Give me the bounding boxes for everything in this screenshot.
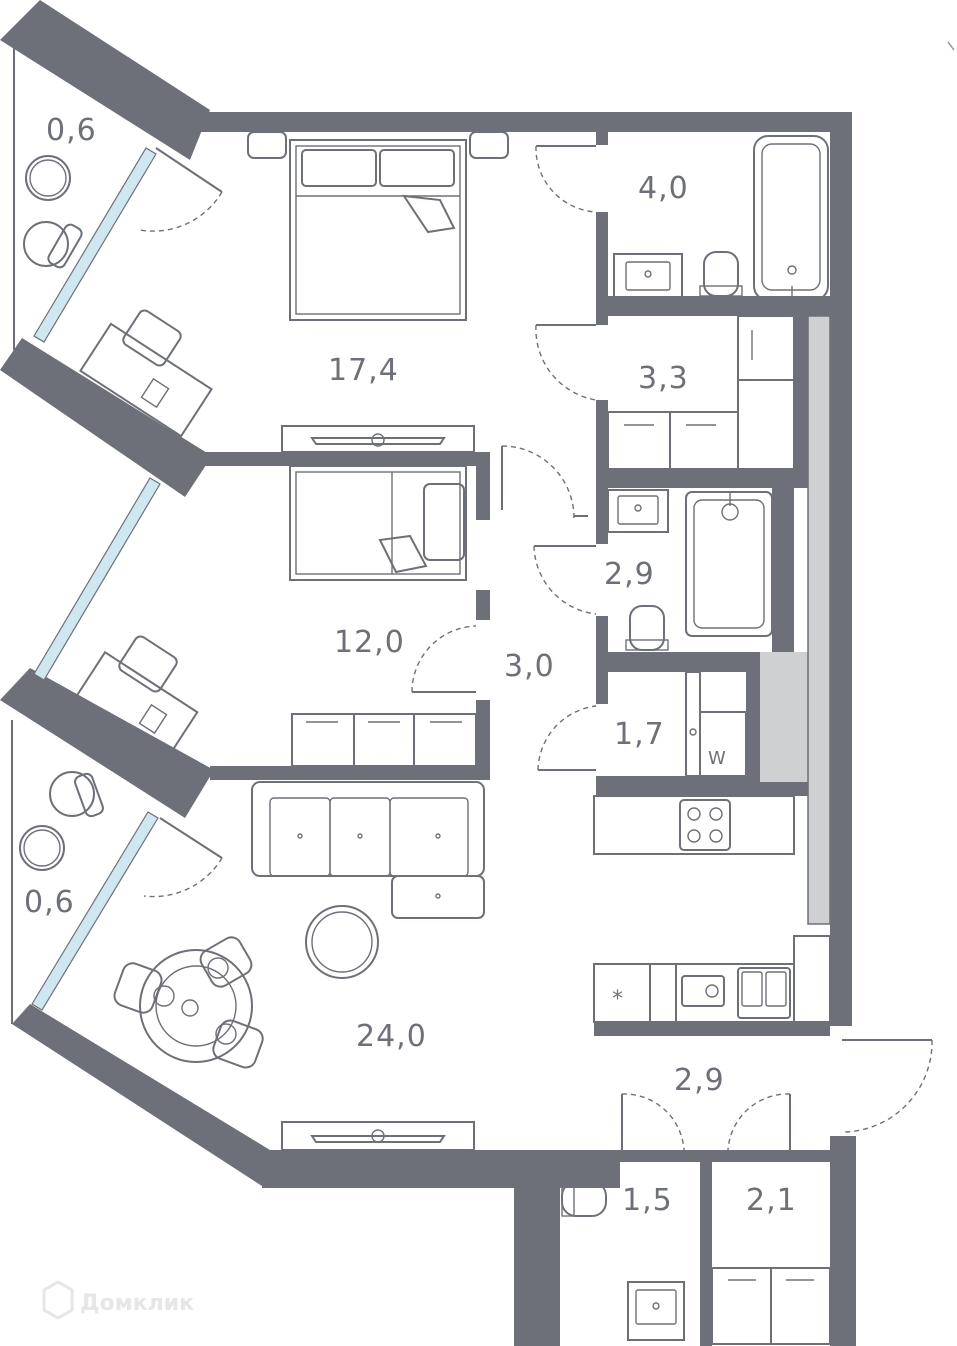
utility-shaft: [760, 315, 831, 925]
room-area-bathroom-mid: 2,9: [604, 557, 655, 592]
room-area-bathroom-top: 4,0: [638, 171, 689, 206]
furniture: [19, 131, 831, 1345]
corner-mark: [947, 41, 955, 51]
room-area-laundry: 1,7: [614, 717, 665, 752]
room-area-storage: 2,1: [746, 1183, 797, 1218]
room-area-hall: 2,9: [674, 1063, 725, 1098]
windows: [11, 48, 161, 1024]
walls: [0, 0, 856, 1346]
watermark: Домклик: [42, 1280, 194, 1320]
doors: [139, 145, 933, 1151]
watermark-text: Домклик: [80, 1291, 194, 1316]
room-area-bedroom-second: 12,0: [334, 625, 405, 660]
fridge-label: *: [612, 987, 624, 1012]
room-area-wc: 1,5: [622, 1183, 673, 1218]
room-area-balcony-top: 0,6: [46, 113, 97, 148]
room-area-bedroom-master: 17,4: [328, 353, 399, 388]
room-area-wardrobe: 3,3: [638, 361, 689, 396]
room-area-living-kitchen: 24,0: [356, 1019, 427, 1054]
room-labels: 0,6 17,4 4,0 3,3 12,0 3,0 2,9 1,7 0,6 24…: [24, 113, 797, 1218]
room-area-corridor: 3,0: [504, 649, 555, 684]
room-area-balcony-bottom: 0,6: [24, 885, 75, 920]
washer-label: W: [708, 748, 726, 769]
